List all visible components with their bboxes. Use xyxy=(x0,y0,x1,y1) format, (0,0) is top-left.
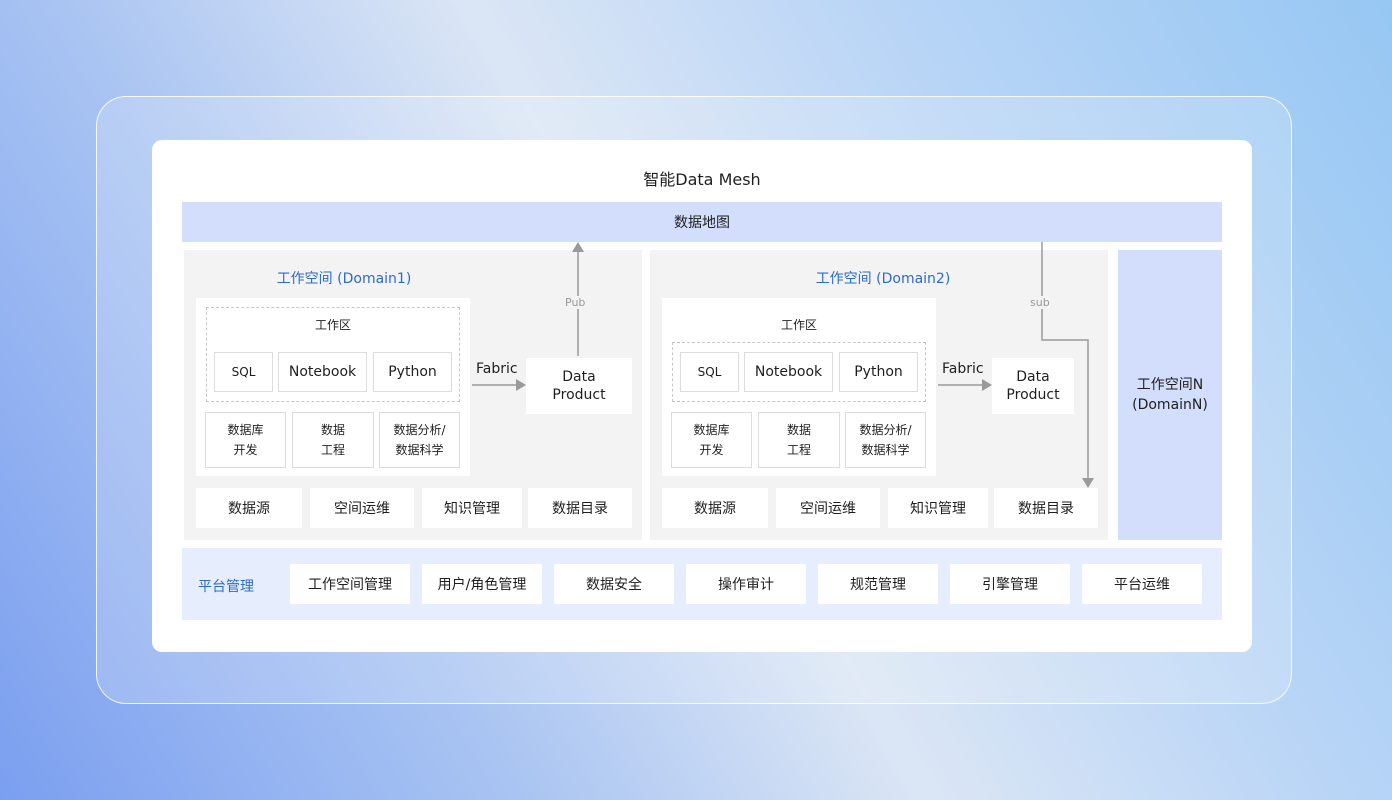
domain2-cell-db-dev-line2: 开发 xyxy=(699,443,724,457)
domain1-cell-data-science-line1: 数据分析/ xyxy=(393,423,446,437)
domain1-cell-data-eng: 数据工程 xyxy=(292,412,374,468)
diagram-title: 智能Data Mesh xyxy=(643,170,761,189)
domain1-title: 工作空间 (Domain1) xyxy=(276,271,412,287)
domain2-workarea-dashed xyxy=(672,342,926,402)
domain2-sql-chip: SQL xyxy=(680,352,739,392)
domain1-workarea-label: 工作区 xyxy=(314,318,351,332)
domain2-fabric-arrowhead xyxy=(982,379,992,391)
domain1-cell-db-dev-line1: 数据库 xyxy=(227,423,264,437)
domainN-panel: 工作空间N (DomainN) xyxy=(1118,250,1222,540)
domain1-python-chip: Python xyxy=(373,352,452,392)
domain1-datasource: 数据源 xyxy=(196,488,302,528)
domain1-catalog: 数据目录 xyxy=(528,488,632,528)
domain2-catalog: 数据目录 xyxy=(994,488,1098,528)
domain2-workarea-label: 工作区 xyxy=(780,318,817,332)
domain1-cell-data-eng-line1: 数据 xyxy=(320,423,345,437)
domain2-knowledge: 知识管理 xyxy=(888,488,988,528)
domain2-cell-data-eng-line2: 工程 xyxy=(786,443,811,457)
domain1-sql-chip: SQL xyxy=(214,352,273,392)
platform-label: 平台管理 xyxy=(198,579,254,595)
platform-item-user-role-mgmt: 用户/角色管理 xyxy=(422,564,542,604)
domain2-notebook-chip: Notebook xyxy=(744,352,833,392)
domain1-fabric-label: Fabric xyxy=(476,361,518,377)
domain2-title: 工作空间 (Domain2) xyxy=(815,271,951,287)
platform-item-operation-audit: 操作审计 xyxy=(686,564,806,604)
domain2-data-product-line1: Data xyxy=(1016,369,1050,385)
domainN-line2: (DomainN) xyxy=(1132,397,1208,413)
domain1-cell-db-dev-line2: 开发 xyxy=(233,443,258,457)
domain1-cell-data-science-line2: 数据科学 xyxy=(395,443,444,457)
domain2-cell-data-science-line2: 数据科学 xyxy=(861,443,910,457)
pub-arrowhead xyxy=(572,242,584,252)
domain2-data-product-line2: Product xyxy=(1006,387,1060,403)
domain1-data-product-line1: Data xyxy=(562,369,596,385)
domain2-cell-data-science: 数据分析/数据科学 xyxy=(845,412,926,468)
domain1-cell-db-dev: 数据库开发 xyxy=(205,412,286,468)
domain2-fabric-label: Fabric xyxy=(942,361,984,377)
platform-item-platform-ops: 平台运维 xyxy=(1082,564,1202,604)
platform-item-workspace-mgmt: 工作空间管理 xyxy=(290,564,410,604)
domain1-notebook-chip: Notebook xyxy=(278,352,367,392)
domain1-workarea-dashed xyxy=(206,307,460,402)
data-map-bar: 数据地图 xyxy=(182,202,1222,242)
sub-line xyxy=(1041,242,1089,478)
domain2-cell-db-dev-line1: 数据库 xyxy=(693,423,730,437)
domain1-knowledge: 知识管理 xyxy=(422,488,522,528)
domain2-python-chip: Python xyxy=(839,352,918,392)
domain1-cell-data-eng-line2: 工程 xyxy=(320,443,345,457)
domain1-data-product-line2: Product xyxy=(552,387,606,403)
domain1-cell-data-science: 数据分析/数据科学 xyxy=(379,412,460,468)
domain1-space-ops: 空间运维 xyxy=(310,488,414,528)
platform-item-data-security: 数据安全 xyxy=(554,564,674,604)
domain1-fabric-arrowhead xyxy=(516,379,526,391)
platform-item-engine-mgmt: 引擎管理 xyxy=(950,564,1070,604)
sub-arrowhead xyxy=(1082,478,1094,488)
domain2-space-ops: 空间运维 xyxy=(776,488,880,528)
domain2-cell-data-eng-line1: 数据 xyxy=(786,423,811,437)
domain2-cell-data-science-line1: 数据分析/ xyxy=(859,423,912,437)
platform-item-standard-mgmt: 规范管理 xyxy=(818,564,938,604)
sub-label: sub xyxy=(1027,296,1053,309)
domainN-line1: 工作空间N xyxy=(1136,377,1204,393)
pub-label: Pub xyxy=(562,296,589,309)
domain2-cell-db-dev: 数据库开发 xyxy=(671,412,752,468)
domain2-datasource: 数据源 xyxy=(662,488,768,528)
domain2-cell-data-eng: 数据工程 xyxy=(758,412,840,468)
